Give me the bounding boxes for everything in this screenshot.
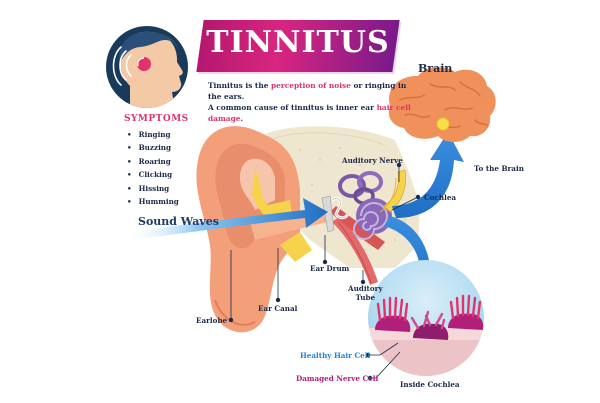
desc-line1-highlight: perception of noise [271, 81, 351, 90]
label-inside-cochlea: Inside Cochlea [400, 380, 460, 389]
symptom-item: Roaring [127, 155, 179, 168]
desc-line2-post: . [240, 114, 244, 123]
leader-lines [230, 165, 419, 379]
symptom-item: Ringing [127, 128, 179, 141]
healthy-hair-cell-left [375, 296, 411, 332]
description: Tinnitus is the perception of noise or r… [208, 80, 418, 124]
label-earlobe: Earlobe [196, 316, 228, 325]
label-auditory-tube-line2: Tube [355, 293, 376, 302]
desc-line2-highlight: hair cell damage [208, 103, 411, 123]
symptoms-title: SYMPTOMS [124, 114, 189, 124]
inside-cochlea-view [368, 260, 484, 376]
label-auditory-tube: Auditory Tube [348, 284, 383, 302]
symptom-item: Hissing [127, 182, 179, 195]
label-brain: Brain [418, 62, 453, 75]
label-dots [228, 162, 421, 381]
brain [388, 67, 496, 142]
label-auditory-nerve: Auditory Nerve [342, 156, 403, 165]
symptom-item: Humming [127, 195, 179, 208]
label-sound-waves: Sound Waves [138, 215, 219, 228]
label-ear-drum: Ear Drum [310, 264, 350, 273]
label-to-the-brain: To the Brain [474, 164, 524, 173]
auditory-nerve [379, 169, 407, 213]
desc-line1-pre: Tinnitus is the [208, 81, 271, 90]
label-healthy-hair-cell: Healthy Hair Cell [300, 351, 371, 360]
label-cochlea: Cochlea [424, 193, 457, 202]
label-ear-canal: Ear Canal [258, 304, 298, 313]
page-title: TINNITUS [206, 25, 390, 60]
symptoms-list: Ringing Buzzing Roaring Clicking Hissing… [127, 128, 179, 208]
head-profile-icon [106, 26, 188, 108]
ear-drum [321, 195, 350, 233]
damaged-nerve-cell [410, 310, 449, 340]
to-brain-arrow [392, 132, 464, 218]
desc-line1-post: or ringing in the ears. [208, 81, 407, 101]
label-auditory-tube-line1: Auditory [348, 284, 383, 293]
sound-wave-arrow [130, 198, 328, 240]
label-damaged-nerve-cell: Damaged Nerve Cell [296, 374, 379, 383]
desc-line2-pre: A common cause of tinnitus is inner ear [208, 103, 377, 112]
healthy-hair-cell-right [448, 294, 484, 330]
symptom-item: Buzzing [127, 141, 179, 154]
symptom-item: Clicking [127, 168, 179, 181]
